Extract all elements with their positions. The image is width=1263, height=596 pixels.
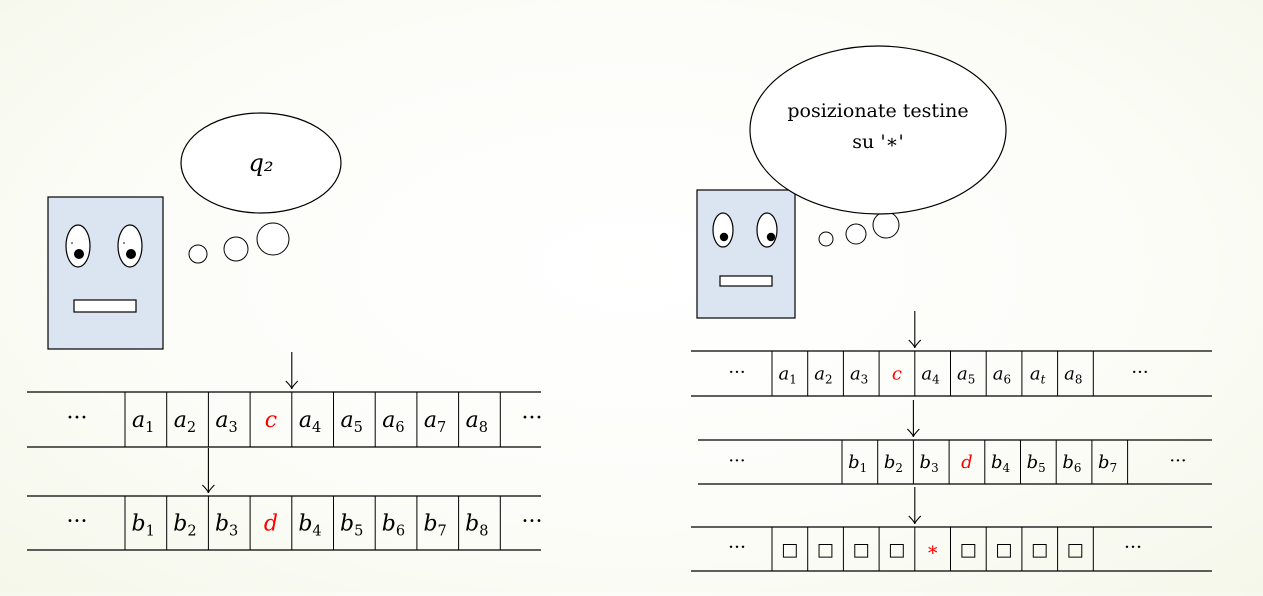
right-tape-1-left-ellipsis: ··· [728, 362, 745, 383]
left-tape-2-right-ellipsis: ··· [522, 509, 543, 534]
left-thought-state: q₂ [249, 149, 274, 177]
right-thought-dot-small [818, 231, 834, 247]
left-tape-2-cell-symbol: b3 [215, 511, 238, 539]
left-tape-1-cell-symbol: a4 [299, 408, 321, 436]
right-tape-3-cell-symbol: □ [960, 539, 977, 560]
right-tape-2-cell-symbol: b6 [1062, 452, 1081, 475]
left-tape-1-left-ellipsis: ··· [67, 406, 88, 431]
left-tape-1: ··· ··· a1 a2 a3 c a4 a5 a6 a7 a8 [27, 352, 543, 448]
right-robot-face [696, 189, 796, 319]
right-tape-3-cell-symbol: □ [817, 539, 834, 560]
left-robot-face [47, 196, 164, 350]
left-tape-2-head-arrowhead [202, 484, 215, 494]
left-thought-dot-small [188, 244, 208, 264]
right-thought-bubble [749, 45, 1007, 215]
left-robot-eye-right [117, 224, 143, 268]
left-tape-2-cell-symbol: b5 [340, 511, 363, 539]
left-robot-mouth [73, 299, 137, 313]
right-thought-dot-large [872, 211, 900, 239]
right-tape-3-cell-symbol: □ [781, 539, 798, 560]
left-tape-2-cell-symbol: d [264, 511, 278, 536]
right-tape-1-cell-symbol: a8 [1064, 364, 1082, 387]
right-tape-3-cell-symbol: □ [996, 539, 1013, 560]
right-tape-3-cell-symbol: ∗ [926, 538, 939, 560]
right-tape-3-head-arrowhead [908, 515, 922, 525]
right-tape-1-right-ellipsis: ··· [1131, 362, 1148, 383]
right-tape-1-cell-symbol: a6 [993, 364, 1011, 387]
left-tape-1-right-ellipsis: ··· [522, 406, 543, 431]
left-tape-1-cell-symbol: c [265, 408, 277, 433]
left-tape-1-cell-symbol: a2 [174, 408, 196, 436]
right-tape-1-cell-symbol: c [892, 364, 902, 385]
left-tape-1-cell-symbol: a6 [382, 408, 404, 436]
right-tape-1-cell-symbol: a3 [850, 364, 868, 387]
right-tape-2-cell-symbol: b4 [991, 452, 1010, 475]
right-tape-3-cell-symbol: □ [853, 539, 870, 560]
right-tape-2-left-ellipsis: ··· [728, 450, 745, 471]
left-thought-dot-large [256, 222, 290, 256]
right-tape-1-cell-symbol: a4 [921, 364, 939, 387]
right-tape-3-cell-symbol: □ [1067, 539, 1084, 560]
right-tape-3-cell-symbol: □ [1031, 539, 1048, 560]
right-machine: posizionate testine su '∗' ··· ··· a1 a2 a3 c… [691, 45, 1212, 572]
right-tape-1-cell-symbol: at [1030, 364, 1046, 387]
left-robot-eye-left [65, 224, 91, 268]
left-tape-2-left-ellipsis: ··· [67, 509, 88, 534]
left-thought-bubble [180, 112, 342, 214]
right-tape-2-cell-symbol: d [961, 452, 973, 473]
right-robot-eye-left [712, 212, 734, 248]
left-tape-2: ··· ··· b1 b2 b3 d b4 b5 b6 b7 b8 [27, 448, 543, 551]
left-tape-2-cell-symbol: b8 [465, 511, 488, 539]
left-thought-dot-medium [223, 236, 249, 262]
right-tape-1-head-arrowhead [908, 339, 922, 349]
left-tape-1-head-arrowhead [285, 380, 299, 390]
left-tape-1-cell-symbol: a5 [341, 408, 363, 436]
right-robot-eye-right [756, 212, 778, 248]
left-tape-2-cell-symbol: b7 [423, 511, 446, 539]
right-tape-1-cell-symbol: a5 [957, 364, 975, 387]
right-tape-1-cell-symbol: a2 [814, 364, 832, 387]
right-thought-dot-medium [845, 223, 867, 245]
right-tape-2-cell-symbol: b2 [884, 452, 903, 475]
left-tape-2-cell-symbol: b2 [173, 511, 196, 539]
right-tape-2-cell-symbol: b3 [920, 452, 939, 475]
left-tape-2-cell-symbol: b4 [298, 511, 321, 539]
right-tape-2-cell-symbol: b7 [1098, 452, 1117, 475]
right-tape-3-left-ellipsis: ··· [728, 537, 746, 559]
right-tape-2-right-ellipsis: ··· [1169, 450, 1186, 471]
right-tape-2-head-arrowhead [907, 428, 920, 438]
left-machine: q₂ ··· ··· a1 a2 a3 c a4 a5 a6 a7 a8 ··· ··· b1 b2 b3 d… [27, 112, 543, 551]
right-tape-1-cell-symbol: a1 [779, 364, 797, 387]
right-tape-3-right-ellipsis: ··· [1124, 537, 1142, 559]
left-tape-2-cell-symbol: b6 [382, 511, 405, 539]
right-tape-3-cell-symbol: □ [888, 539, 905, 560]
right-thought-line-1: posizionate testine [787, 100, 968, 122]
left-tape-1-cell-symbol: a1 [132, 408, 154, 436]
right-tape-2-cell-symbol: b1 [848, 452, 867, 475]
right-robot-mouth [719, 275, 773, 287]
right-thought-line-2: su '∗' [852, 131, 903, 153]
right-tape-2-cell-symbol: b5 [1027, 452, 1046, 475]
right-tape-3: ··· ··· □ □ □ □ ∗ □ □ □ □ [691, 487, 1212, 572]
right-tape-1: ··· ··· a1 a2 a3 c a4 a5 a6 at a8 [691, 311, 1212, 397]
left-tape-2-cell-symbol: b1 [132, 511, 155, 539]
left-tape-1-cell-symbol: a7 [424, 408, 446, 436]
right-tape-2: ··· ··· b1 b2 b3 d b4 b5 b6 b7 [698, 400, 1212, 485]
left-tape-1-cell-symbol: a8 [466, 408, 488, 436]
left-tape-1-cell-symbol: a3 [215, 408, 237, 436]
